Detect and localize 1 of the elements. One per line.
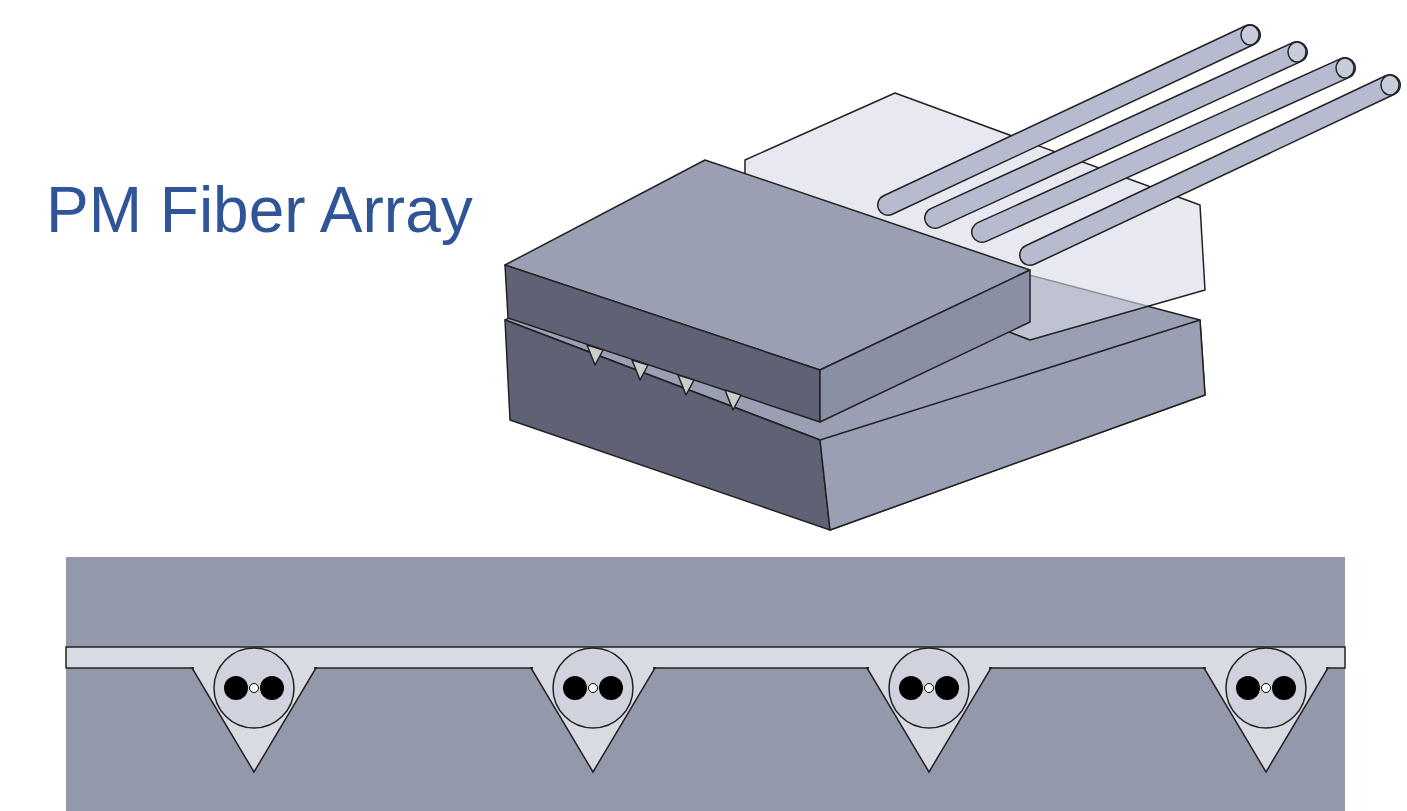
title: PM Fiber Array	[46, 173, 473, 248]
